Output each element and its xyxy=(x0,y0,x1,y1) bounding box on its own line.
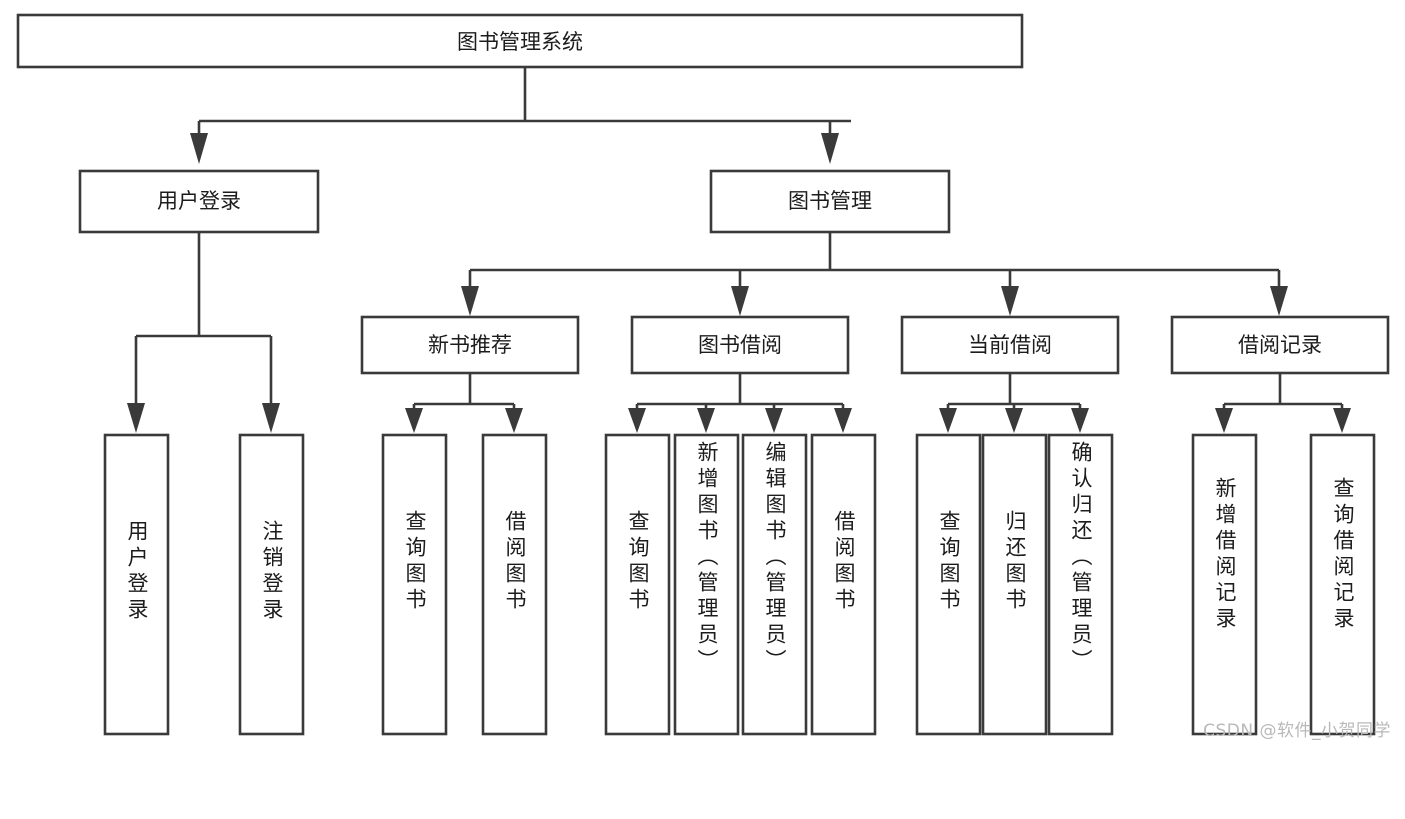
leaf-box-query-book-1[interactable] xyxy=(381,433,448,736)
node-book-manage-label: 图书管理 xyxy=(788,189,872,213)
arrowhead-new-book-recommend xyxy=(461,286,479,316)
arrowhead-leaf-confirm-return xyxy=(1071,408,1089,433)
arrowhead-leaf-add-book xyxy=(697,408,715,433)
arrowhead-leaf-borrow-book-2 xyxy=(834,408,852,433)
node-current-borrow[interactable] xyxy=(900,315,1120,375)
node-root-label: 图书管理系统 xyxy=(457,30,583,54)
node-book-manage[interactable] xyxy=(709,169,951,234)
leaf-box-add-record[interactable] xyxy=(1191,433,1258,736)
arrowhead-borrow-record xyxy=(1270,286,1288,316)
leaf-box-query-book-2[interactable] xyxy=(604,433,671,736)
arrowhead-current-borrow xyxy=(1001,286,1019,316)
leaf-box-user-login[interactable] xyxy=(103,433,170,736)
arrowhead-book-manage xyxy=(821,133,839,164)
diagram-canvas: 图书管理系统 用户登录 图书管理 新书推荐 xyxy=(16,13,1390,736)
arrowhead-leaf-edit-book xyxy=(765,408,783,433)
node-new-book-recommend-label: 新书推荐 xyxy=(428,333,512,357)
leaf-box-query-book-3[interactable] xyxy=(915,433,982,736)
node-book-borrow-label: 图书借阅 xyxy=(698,333,782,357)
arrowhead-leaf-query-book-1 xyxy=(405,408,423,433)
leaf-box-confirm-return[interactable] xyxy=(1047,433,1114,736)
node-borrow-record-label: 借阅记录 xyxy=(1238,333,1322,357)
node-current-borrow-label: 当前借阅 xyxy=(968,333,1052,357)
csdn-watermark: CSDN @软件_小贺同学 xyxy=(1203,721,1391,741)
leaf-box-borrow-book-1[interactable] xyxy=(481,433,548,736)
arrowhead-leaf-query-record xyxy=(1333,408,1351,433)
node-book-borrow[interactable] xyxy=(630,315,850,375)
arrowhead-leaf-return-book xyxy=(1005,408,1023,433)
node-root[interactable] xyxy=(16,13,1024,69)
arrowhead-leaf-user-login xyxy=(127,403,145,433)
arrowhead-leaf-query-book-3 xyxy=(939,408,957,433)
leaf-box-return-book[interactable] xyxy=(981,433,1048,736)
hierarchy-diagram: 图书管理系统 用户登录 图书管理 新书推荐 xyxy=(16,13,1391,741)
node-borrow-record[interactable] xyxy=(1170,315,1390,375)
arrowhead-user-login xyxy=(190,133,208,164)
arrowhead-book-borrow xyxy=(731,286,749,316)
node-user-login-label: 用户登录 xyxy=(157,189,241,213)
leaf-box-query-record[interactable] xyxy=(1309,433,1376,736)
leaf-box-logout-login[interactable] xyxy=(238,433,305,736)
arrowhead-leaf-add-record xyxy=(1215,408,1233,433)
leaf-box-edit-book[interactable] xyxy=(741,433,808,736)
arrowhead-leaf-logout-login xyxy=(262,403,280,433)
node-new-book-recommend[interactable] xyxy=(360,315,580,375)
arrowhead-leaf-borrow-book-1 xyxy=(505,408,523,433)
leaf-box-borrow-book-2[interactable] xyxy=(810,433,877,736)
arrowhead-leaf-query-book-2 xyxy=(628,408,646,433)
leaf-box-add-book[interactable] xyxy=(673,433,740,736)
